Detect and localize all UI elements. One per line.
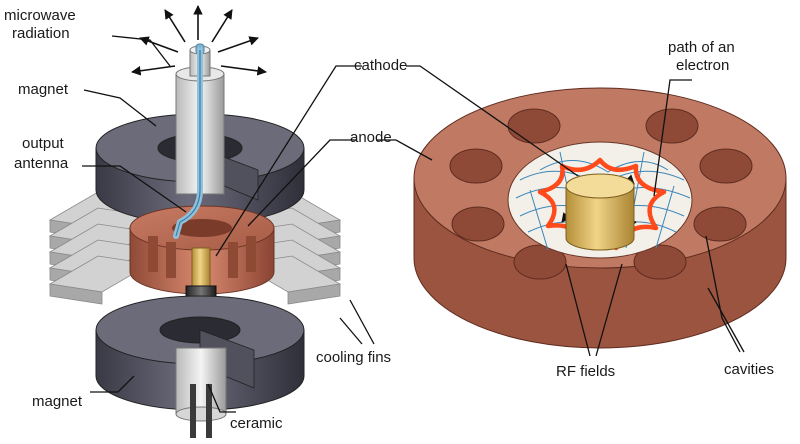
label-antenna: antenna [14,155,69,172]
label-electron: electron [676,57,729,74]
label-cavities: cavities [724,361,774,378]
anode-block-cutaway [413,87,787,349]
label-output: output [22,135,65,152]
label-anode: anode [350,129,392,146]
labels: microwave radiation magnet output antenn… [4,7,774,432]
ceramic-base [175,347,227,438]
label-rf-fields: RF fields [556,363,615,380]
cavities [449,108,753,280]
label-microwave: microwave [4,7,76,24]
radiation-arrows [131,5,267,76]
magnetron-assembly [48,5,342,438]
label-cooling-fins: cooling fins [316,349,391,366]
label-magnet-bottom: magnet [32,393,83,410]
leader-lines [82,35,745,413]
label-ceramic: ceramic [230,415,283,432]
label-magnet-top: magnet [18,81,69,98]
label-path-of-an: path of an [668,39,735,56]
anode-block-left [129,205,275,295]
label-radiation: radiation [12,25,70,42]
central-cathode [565,173,635,251]
label-cathode: cathode [354,57,407,74]
